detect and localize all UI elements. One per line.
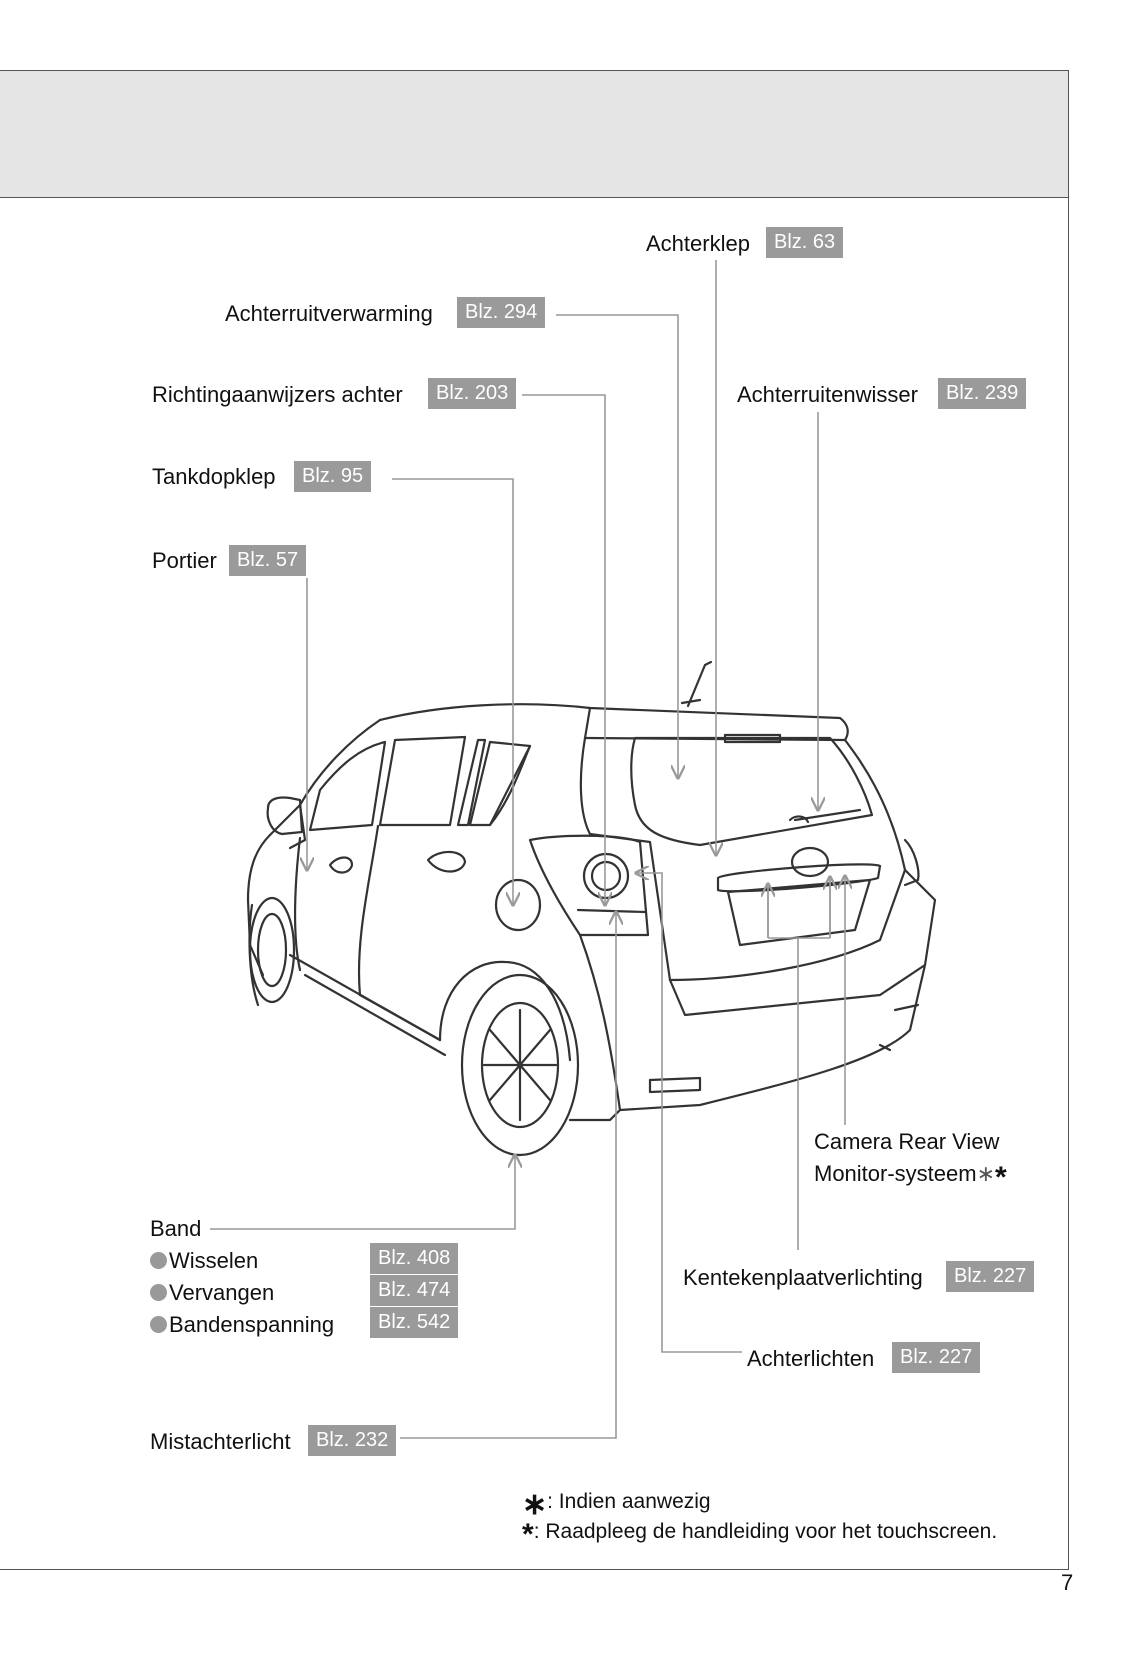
page-ref-vervangen[interactable]: Blz. 474 bbox=[370, 1275, 458, 1306]
band-item-label: Bandenspanning bbox=[169, 1312, 334, 1337]
band-item-label: Vervangen bbox=[169, 1280, 274, 1305]
asterisk-icon: ∗ bbox=[522, 1488, 547, 1521]
asterisk-icon: ∗ bbox=[977, 1161, 995, 1186]
page-number: 7 bbox=[1061, 1570, 1073, 1596]
label-achterruitverwarming: Achterruitverwarming bbox=[225, 300, 433, 328]
band-item-wisselen: Wisselen bbox=[150, 1247, 258, 1275]
asterisk-bold-icon: * bbox=[995, 1161, 1007, 1194]
bullet-icon bbox=[150, 1252, 167, 1269]
label-achterklep: Achterklep bbox=[646, 230, 750, 258]
label-portier: Portier bbox=[152, 547, 217, 575]
leader-band bbox=[210, 1155, 515, 1229]
page-ref-wisselen[interactable]: Blz. 408 bbox=[370, 1243, 458, 1274]
label-richtingaanwijzers: Richtingaanwijzers achter bbox=[152, 381, 403, 409]
label-band: Band bbox=[150, 1215, 201, 1243]
page-ref-richtingaanwijzers[interactable]: Blz. 203 bbox=[428, 378, 516, 409]
asterisk-bold-icon: * bbox=[522, 1518, 534, 1551]
footnote-2-text: : Raadpleeg de handleiding voor het touc… bbox=[534, 1520, 998, 1543]
bullet-icon bbox=[150, 1316, 167, 1333]
band-item-vervangen: Vervangen bbox=[150, 1279, 274, 1307]
car-illustration bbox=[248, 662, 935, 1155]
label-tankdopklep: Tankdopklep bbox=[152, 463, 276, 491]
leader-mistachterlicht bbox=[400, 912, 616, 1438]
page-ref-bandenspanning[interactable]: Blz. 542 bbox=[370, 1307, 458, 1338]
label-kentekenplaatverlichting: Kentekenplaatverlichting bbox=[683, 1264, 923, 1292]
label-achterruitenwisser: Achterruitenwisser bbox=[737, 381, 918, 409]
page-ref-achterlichten[interactable]: Blz. 227 bbox=[892, 1342, 980, 1373]
page-ref-portier[interactable]: Blz. 57 bbox=[229, 545, 306, 576]
footnote-1: ∗: Indien aanwezig bbox=[522, 1488, 711, 1519]
page-ref-tankdopklep[interactable]: Blz. 95 bbox=[294, 461, 371, 492]
camera-line2-text: Monitor-systeem bbox=[814, 1161, 977, 1186]
page-ref-achterruitenwisser[interactable]: Blz. 239 bbox=[938, 378, 1026, 409]
page-ref-achterruitverwarming[interactable]: Blz. 294 bbox=[457, 297, 545, 328]
label-camera-line2: Monitor-systeem∗* bbox=[814, 1160, 1007, 1192]
label-camera-line1: Camera Rear View bbox=[814, 1128, 999, 1156]
label-achterlichten: Achterlichten bbox=[747, 1345, 874, 1373]
page-ref-achterklep[interactable]: Blz. 63 bbox=[766, 227, 843, 258]
leader-richting bbox=[522, 395, 605, 905]
page-ref-mistachterlicht[interactable]: Blz. 232 bbox=[308, 1425, 396, 1456]
band-item-label: Wisselen bbox=[169, 1248, 258, 1273]
leader-tankdopklep bbox=[392, 479, 513, 905]
bullet-icon bbox=[150, 1284, 167, 1301]
footnote-1-text: : Indien aanwezig bbox=[547, 1490, 710, 1513]
band-item-bandenspanning: Bandenspanning bbox=[150, 1311, 334, 1339]
footnote-2: *: Raadpleeg de handleiding voor het tou… bbox=[522, 1518, 997, 1549]
page-ref-kentekenplaatverlichting[interactable]: Blz. 227 bbox=[946, 1261, 1034, 1292]
label-mistachterlicht: Mistachterlicht bbox=[150, 1428, 291, 1456]
